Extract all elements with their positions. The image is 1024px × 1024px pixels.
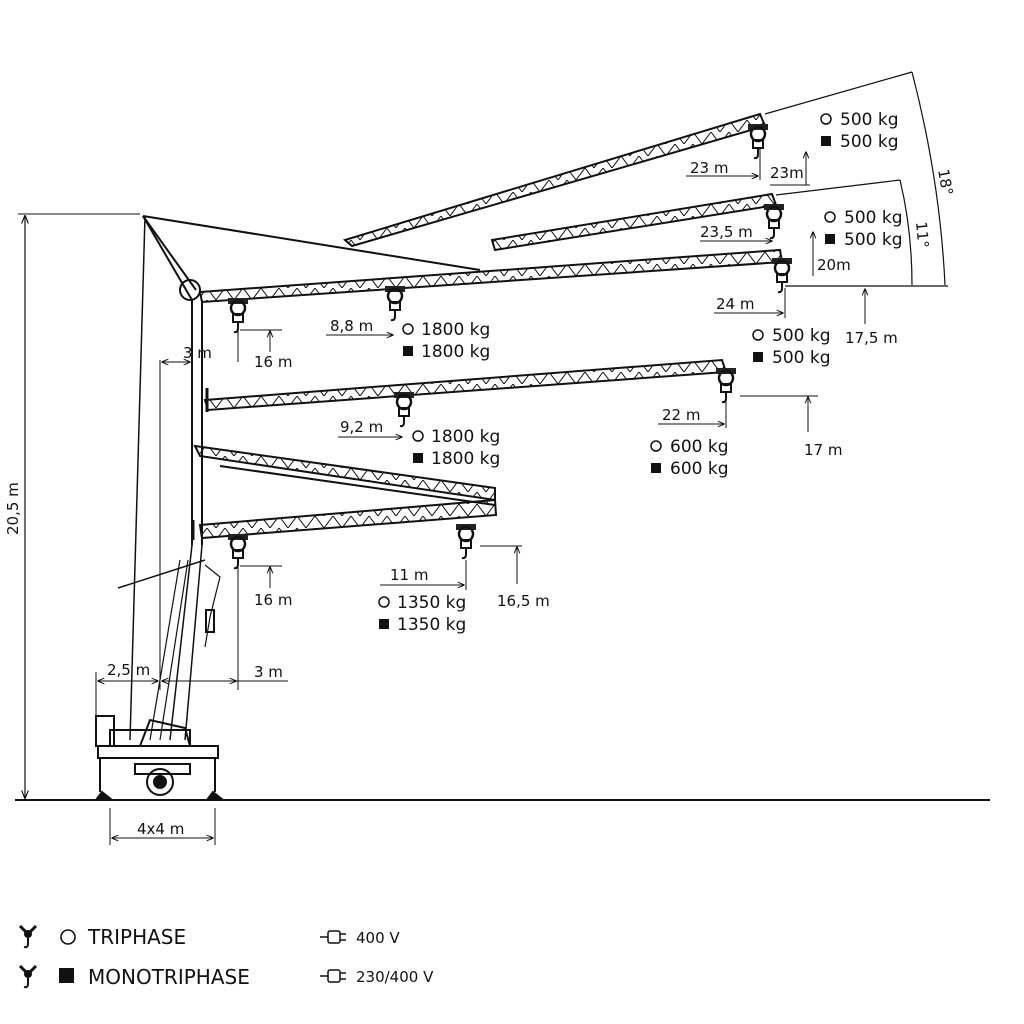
triphase-load: 500 kg: [840, 110, 899, 130]
height-label: 16,5 m: [497, 592, 550, 610]
plug-icon: [320, 969, 346, 983]
tie-cables: [142, 215, 481, 301]
config-11-annotations: 23,5 m 20m 500 kg 500 kg: [700, 208, 903, 276]
filled-square-icon: [413, 453, 423, 463]
config-18-annotations: 23 m 23m 500 kg 500 kg: [686, 110, 899, 186]
triphase-load: 600 kg: [670, 437, 729, 457]
base-dimension: 4x4 m: [109, 808, 216, 845]
angle-18-label: 18°: [934, 168, 956, 197]
plug-icon: [320, 930, 346, 944]
base-offset-dimensions: 2,5 m 3 m: [95, 661, 288, 716]
reach-label: 11 m: [390, 566, 428, 584]
mid-triphase-load: 1800 kg: [421, 320, 490, 340]
monotriphase-voltage: 230/400 V: [356, 968, 434, 986]
reach-label: 24 m: [716, 295, 754, 313]
reach-label: 23 m: [690, 159, 728, 177]
monotriphase-load: 600 kg: [670, 459, 729, 479]
config-low-annotations: 11 m 16,5 m 1350 kg 1350 kg 16 m: [237, 545, 550, 690]
filled-square-icon: [403, 346, 413, 356]
jib-low-folded: [191, 444, 498, 570]
legend: TRIPHASE 400 V MONOTRIPHASE 230/400 V: [18, 924, 434, 989]
open-circle-icon: [60, 929, 76, 945]
filled-square-icon: [379, 619, 389, 629]
height-label: 20m: [817, 256, 851, 274]
triphase-load: 500 kg: [844, 208, 903, 228]
triphase-label: TRIPHASE: [87, 925, 186, 949]
triphase-load: 1350 kg: [397, 593, 466, 613]
mid-monotriphase-load: 1800 kg: [431, 449, 500, 469]
config-top-annotations: 24 m 17,5 m 500 kg 500 kg 8,8 m 1800 kg …: [159, 288, 898, 690]
mid-triphase-load: 1800 kg: [431, 427, 500, 447]
angle-11-label: 11°: [912, 221, 932, 249]
open-circle-icon: [378, 596, 390, 608]
config-middle-annotations: 22 m 17 m 600 kg 600 kg 9,2 m 1800 kg 18…: [338, 395, 842, 479]
open-circle-icon: [820, 113, 832, 125]
reach-label: 23,5 m: [700, 223, 753, 241]
jib-11-degrees: [490, 192, 786, 252]
open-circle-icon: [824, 211, 836, 223]
monotriphase-load: 500 kg: [844, 230, 903, 250]
monotriphase-load: 500 kg: [772, 348, 831, 368]
base-offset-label: 2,5 m: [107, 661, 150, 679]
height-label: 17,5 m: [845, 329, 898, 347]
reach-label: 22 m: [662, 406, 700, 424]
hook-icon: [18, 964, 38, 989]
open-circle-icon: [650, 440, 662, 452]
mast-offset-low-label: 3 m: [254, 663, 283, 681]
triphase-load: 500 kg: [772, 326, 831, 346]
open-circle-icon: [412, 430, 424, 442]
base-size-label: 4x4 m: [137, 820, 184, 838]
open-circle-icon: [752, 329, 764, 341]
height-label: 23m: [770, 164, 804, 182]
monotriphase-load: 500 kg: [840, 132, 899, 152]
mast-offset-label: 3 m: [183, 344, 212, 362]
monotriphase-label: MONOTRIPHASE: [88, 965, 250, 989]
filled-square-icon: [59, 968, 74, 983]
open-circle-icon: [402, 323, 414, 335]
crane-mast: [117, 215, 221, 741]
jib-middle-horizontal: [203, 358, 738, 428]
filled-square-icon: [821, 136, 831, 146]
mid-height-label: 16 m: [254, 353, 292, 371]
filled-square-icon: [651, 463, 661, 473]
filled-square-icon: [825, 234, 835, 244]
jib-18-degrees: [342, 112, 770, 248]
hook-icon: [18, 924, 38, 949]
angle-arcs: [764, 71, 948, 287]
filled-square-icon: [753, 352, 763, 362]
total-height-dimension: 20,5 m: [4, 213, 140, 798]
mid-monotriphase-load: 1800 kg: [421, 342, 490, 362]
near-height-label: 16 m: [254, 591, 292, 609]
mid-reach-label: 9,2 m: [340, 418, 383, 436]
monotriphase-load: 1350 kg: [397, 615, 466, 635]
triphase-voltage: 400 V: [356, 929, 400, 947]
mid-reach-label: 8,8 m: [330, 317, 373, 335]
total-height-label: 20,5 m: [4, 482, 22, 535]
crane-chassis: [94, 715, 226, 801]
jib-top-horizontal: [179, 248, 794, 334]
height-label: 17 m: [804, 441, 842, 459]
